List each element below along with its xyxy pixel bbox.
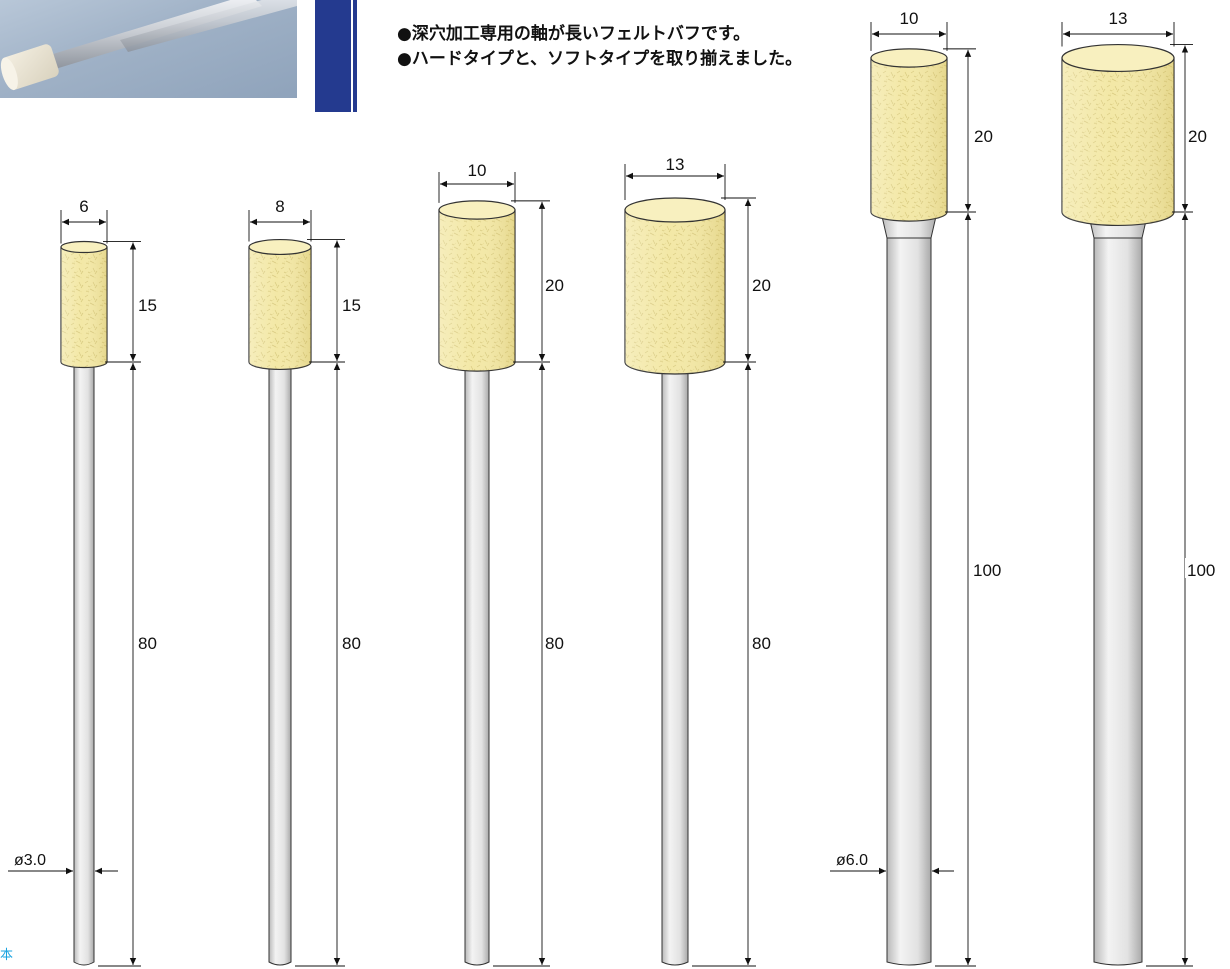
shank: [73, 361, 95, 966]
tool-1: 6 15 80 ø3.0: [8, 197, 160, 967]
head-length-label: 20: [974, 127, 993, 146]
shank-diameter-label: ø3.0: [14, 852, 46, 869]
shank-length-label: 80: [138, 634, 157, 653]
corner-glyph: 本: [0, 948, 14, 963]
shank-diameter-label: ø6.0: [836, 852, 868, 869]
tool-6: 13 20 100: [1061, 9, 1219, 967]
head-diameter-label: 6: [79, 197, 88, 216]
felt-head-top: [248, 238, 312, 256]
section-marker: [315, 0, 357, 112]
head-diameter-label: 13: [666, 155, 685, 174]
shank: [464, 361, 490, 966]
feature-item: ●深穴加工専用の軸が長いフェルトバフです。: [397, 24, 751, 44]
tool-2: 8 15 80: [248, 197, 364, 967]
shank: [661, 361, 689, 966]
tool-3: 10 20 80: [438, 161, 567, 967]
feature-list: ●深穴加工専用の軸が長いフェルトバフです。 ●ハードタイプと、ソフトタイプを取り…: [397, 22, 802, 72]
shank: [268, 361, 292, 966]
head-length-label: 15: [138, 296, 157, 315]
feature-item: ●ハードタイプと、ソフトタイプを取り揃えました。: [397, 49, 803, 69]
shank: [886, 237, 932, 966]
tool-4: 13 20 80: [624, 155, 774, 967]
felt-head-top: [870, 48, 948, 68]
shank-length-label: 80: [752, 634, 771, 653]
head-diameter-label: 10: [468, 161, 487, 180]
head-length-label: 15: [342, 296, 361, 315]
product-photo: [0, 0, 297, 98]
felt-head-top: [438, 200, 516, 220]
head-length-label: 20: [752, 276, 771, 295]
tool-5: 10 20 100 ø6.0: [830, 9, 1005, 967]
felt-head-top: [60, 240, 108, 254]
shank-length-label: 100: [1187, 561, 1215, 580]
shank-length-label: 80: [545, 634, 564, 653]
felt-head-top: [624, 197, 726, 223]
head-diameter-label: 13: [1109, 9, 1128, 28]
head-length-label: 20: [545, 276, 564, 295]
head-length-label: 20: [1188, 127, 1207, 146]
felt-head-top: [1061, 43, 1175, 73]
shank-length-label: 80: [342, 634, 361, 653]
shank-length-label: 100: [973, 561, 1001, 580]
head-diameter-label: 8: [275, 197, 284, 216]
product-photo-image: [0, 0, 297, 91]
shank: [1093, 237, 1143, 966]
head-diameter-label: 10: [900, 9, 919, 28]
